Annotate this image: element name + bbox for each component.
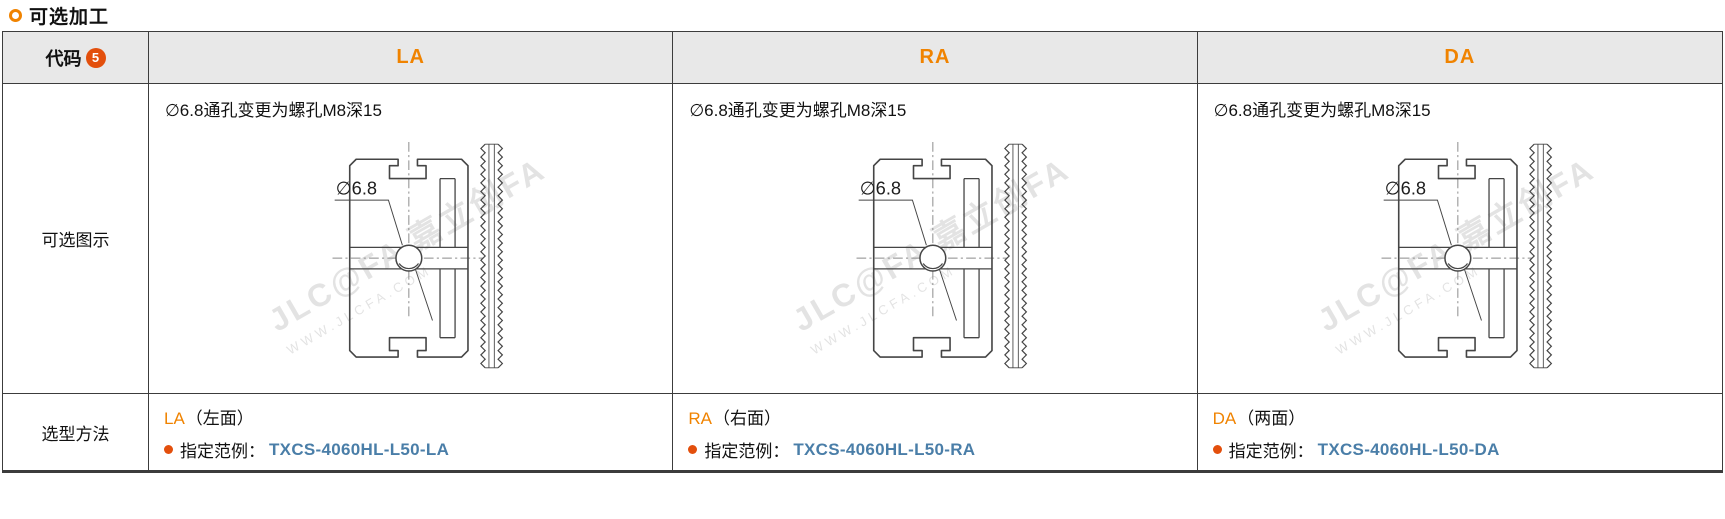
column-header-da: DA (1197, 32, 1722, 84)
diagram-cell-la: ∅6.8通孔变更为螺孔M8深15 JLC@FA 嘉立创FA WWW.JLCFA.… (149, 84, 674, 394)
row-label-diagram: 可选图示 (3, 84, 149, 394)
example-part-number: TXCS-4060HL-L50-DA (1317, 439, 1500, 459)
example-label: 指定范例： (704, 442, 790, 461)
example-label: 指定范例： (1228, 442, 1314, 461)
diagram-cell-da: ∅6.8通孔变更为螺孔M8深15 JLC@FA 嘉立创FA WWW.JLCFA.… (1197, 84, 1722, 394)
code-header-wrap: 代码 5 (46, 45, 106, 71)
section-bullet-ring-icon (9, 9, 22, 22)
machining-options-table: 代码 5 LA RA DA 可选图示 ∅6.8通孔变更为螺孔M8深15 JLC@… (2, 31, 1723, 473)
method-example-line: 指定范例： TXCS-4060HL-L50-LA (164, 437, 657, 462)
profile-cross-section-drawing (855, 141, 1028, 369)
code-number-badge: 5 (85, 47, 106, 68)
method-title: DA（两面） (1213, 404, 1707, 429)
code-header-cell: 代码 5 (3, 32, 149, 84)
method-cell-ra: RA（右面） 指定范例： TXCS-4060HL-L50-RA (673, 394, 1198, 470)
column-header-ra: RA (673, 32, 1198, 84)
section-title: 可选加工 (29, 7, 110, 28)
profile-cross-section-drawing (331, 141, 503, 369)
method-example-line: 指定范例： TXCS-4060HL-L50-RA (688, 437, 1181, 462)
code-label: 代码 (45, 48, 82, 69)
example-label: 指定范例： (180, 442, 265, 461)
row-label-method: 选型方法 (3, 394, 149, 470)
section-title-row: 可选加工 (2, 0, 1723, 31)
method-cell-da: DA（两面） 指定范例： TXCS-4060HL-L50-DA (1198, 394, 1722, 470)
method-cell-la: LA（左面） 指定范例： TXCS-4060HL-L50-LA (149, 394, 674, 470)
bullet-dot-icon (688, 445, 698, 454)
method-example-line: 指定范例： TXCS-4060HL-L50-DA (1212, 437, 1707, 462)
method-side: （右面） (712, 409, 781, 428)
machining-note: ∅6.8通孔变更为螺孔M8深15 (689, 101, 907, 120)
machining-note: ∅6.8通孔变更为螺孔M8深15 (1213, 101, 1431, 120)
method-title: RA（右面） (688, 404, 1181, 429)
bullet-dot-icon (1212, 445, 1222, 454)
method-side: （左面） (185, 409, 254, 428)
example-part-number: TXCS-4060HL-L50-RA (793, 439, 976, 459)
machining-note: ∅6.8通孔变更为螺孔M8深15 (165, 101, 382, 120)
example-part-number: TXCS-4060HL-L50-LA (269, 439, 450, 459)
method-code: RA (688, 409, 712, 428)
optional-machining-section: 可选加工 代码 5 LA RA DA 可选图示 ∅6.8通孔变更为螺孔M8深15… (2, 0, 1723, 473)
method-code: DA (1212, 409, 1237, 428)
method-code: LA (164, 409, 185, 428)
profile-cross-section-drawing (1380, 141, 1552, 369)
method-title: LA（左面） (164, 404, 657, 429)
diagram-cell-ra: ∅6.8通孔变更为螺孔M8深15 JLC@FA 嘉立创FA WWW.JLCFA.… (673, 84, 1198, 394)
bullet-dot-icon (164, 445, 173, 454)
column-header-la: LA (149, 32, 674, 84)
method-side: （两面） (1237, 409, 1306, 428)
